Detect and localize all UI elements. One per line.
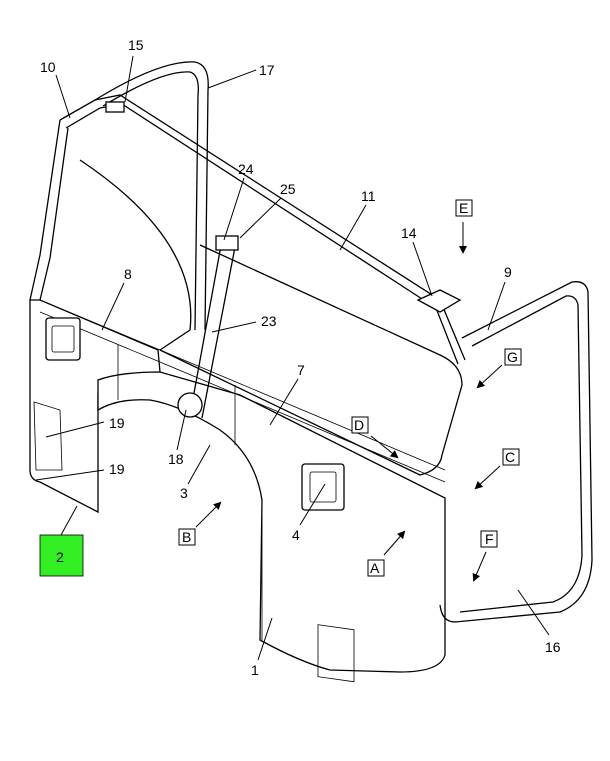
top-bow-inner xyxy=(102,71,199,331)
callout-19-lower: 19 xyxy=(109,461,125,477)
callout-15: 15 xyxy=(128,37,144,53)
roof-frame xyxy=(29,61,466,476)
highlight-label: 2 xyxy=(56,549,64,565)
callout-25: 25 xyxy=(280,181,296,197)
post-bracket xyxy=(215,235,239,251)
callout-24: 24 xyxy=(238,161,254,177)
callout-labels: 15 10 17 24 25 11 14 9 8 23 7 19 19 18 3… xyxy=(40,37,561,678)
view-a: A xyxy=(370,560,380,576)
left-pillar xyxy=(29,119,61,301)
view-e: E xyxy=(459,200,468,216)
callout-10: 10 xyxy=(40,59,56,75)
callout-16: 16 xyxy=(545,639,561,655)
door-seal-inner xyxy=(459,295,583,613)
rear-lower-panel xyxy=(97,371,446,673)
view-b: B xyxy=(182,529,191,545)
door-seal xyxy=(439,281,593,623)
view-letter-boxes: E G D C B A F xyxy=(178,199,522,577)
callout-18: 18 xyxy=(168,451,184,467)
callout-17: 17 xyxy=(259,62,275,78)
roof-rail xyxy=(59,94,466,361)
callout-8: 8 xyxy=(124,266,132,282)
highlight-part-2[interactable]: 2 xyxy=(39,534,84,577)
view-d: D xyxy=(354,417,364,433)
callout-11: 11 xyxy=(361,188,376,204)
callout-19-upper: 19 xyxy=(109,415,125,431)
roof-bracket xyxy=(105,101,125,113)
left-access-cutout xyxy=(33,401,63,471)
corner-bracket xyxy=(416,289,462,313)
cab-body xyxy=(29,299,446,683)
rear-grab-handle-inner xyxy=(309,471,337,503)
center-post xyxy=(189,239,223,416)
front-window-frame xyxy=(159,244,463,476)
view-g: G xyxy=(507,349,518,365)
left-pillar-inner xyxy=(39,127,69,301)
view-c: C xyxy=(505,449,515,465)
leader-lines xyxy=(35,55,550,661)
callout-3: 3 xyxy=(180,485,188,501)
left-grab-handle-inner xyxy=(51,325,75,353)
callout-14: 14 xyxy=(401,225,417,241)
callout-1: 1 xyxy=(251,662,259,678)
left-grab-handle xyxy=(45,317,81,361)
access-plate xyxy=(317,624,355,683)
rear-window-opening xyxy=(79,159,192,351)
callout-23: 23 xyxy=(261,313,277,329)
callout-4: 4 xyxy=(292,527,300,543)
view-f: F xyxy=(485,531,494,547)
post-base-plate xyxy=(177,392,203,418)
highlight-box[interactable] xyxy=(39,534,84,577)
door-seal-outer xyxy=(439,281,593,623)
callout-7: 7 xyxy=(297,362,305,378)
callout-9: 9 xyxy=(504,264,512,280)
